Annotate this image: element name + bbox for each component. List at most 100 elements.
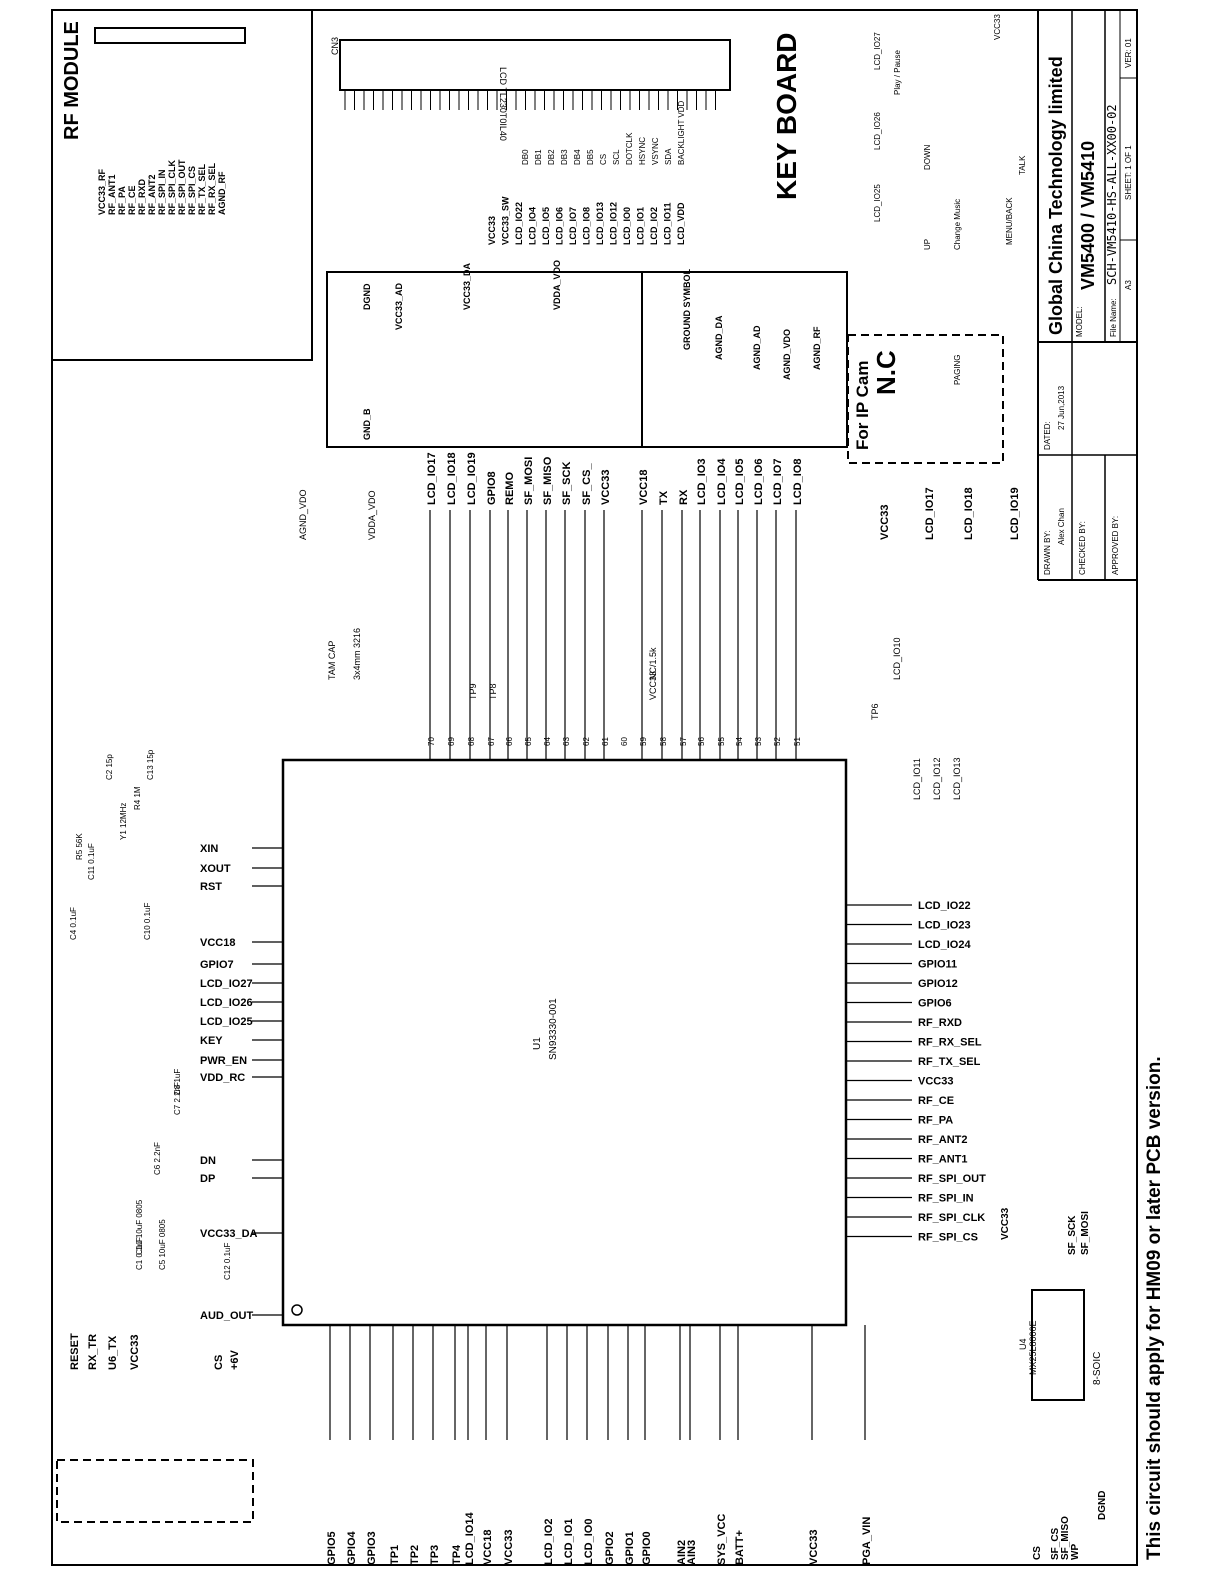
power-net-label: GND_B: [362, 408, 372, 440]
lcd-signal-label: CS: [599, 154, 608, 165]
u1-pin-number: 56: [697, 737, 706, 746]
u4-package: 8-SOIC: [1092, 1352, 1103, 1385]
bottom-net-label: TP2: [409, 1545, 421, 1565]
u1-pin-number: 68: [467, 737, 476, 746]
lcd-net-label: LCD_IO4: [528, 207, 538, 245]
left-component-label: C1 0.1uF: [135, 1237, 144, 1270]
lcd-signal-label: DB2: [547, 149, 556, 165]
checked-by-label: CHECKED BY:: [1078, 521, 1087, 575]
top-net-label: LCD_IO18: [446, 452, 458, 505]
u1-pin-number: 67: [487, 737, 496, 746]
u4-part: MX25L8006E: [1028, 1320, 1038, 1375]
left-net-label: KEY: [200, 1035, 223, 1047]
bottom-net-label: LCD_IO0: [583, 1519, 595, 1565]
bottom-net-label: TP4: [451, 1544, 463, 1565]
misc-net-label: TP8: [488, 683, 498, 700]
left-net-label: PWR_EN: [200, 1055, 247, 1067]
left-net-label: DP: [200, 1173, 215, 1185]
top-net-label: GPIO8: [486, 471, 498, 505]
left-component-label: R4 1M: [133, 786, 142, 810]
left-component-label: C4 0.1uF: [69, 907, 78, 940]
rf-net-label: RF_ANT1: [107, 174, 117, 215]
lcd-signal-label: VSYNC: [651, 137, 660, 165]
left-component-label: C5 10uF 0805: [158, 1219, 167, 1270]
ipcam-title: For IP Cam: [853, 361, 872, 450]
right-net-label: RF_SPI_CS: [918, 1232, 978, 1244]
top-net-label: VCC18: [638, 470, 650, 505]
u1-pin-number: 51: [793, 737, 802, 746]
left-net-label: XOUT: [200, 863, 231, 875]
title-block: [1037, 10, 1137, 581]
bottom-net-label: GPIO3: [366, 1531, 378, 1565]
bottom-net-label: TP1: [389, 1545, 401, 1565]
u1-pin-number: 57: [679, 737, 688, 746]
rf-net-label: RF_ANT2: [147, 174, 157, 215]
bottom-net-label: VCC33: [808, 1530, 820, 1565]
flash-net-label: VCC33: [1000, 1207, 1011, 1240]
ipcam-nc: N.C: [871, 350, 901, 395]
left-net-label: GPIO7: [200, 959, 234, 971]
right-net-label: RF_PA: [918, 1115, 953, 1127]
left-component-label: C7 2.2nF: [173, 1082, 182, 1115]
sheet-border: [51, 9, 1138, 1566]
lcd-net-label: LCD_IO0: [622, 207, 632, 245]
u1-pin1-marker: [291, 1304, 303, 1316]
lcd-ref: CN3: [330, 37, 340, 55]
lcd-net-label: LCD_IO1: [636, 207, 646, 245]
bottom-net-label: TP3: [429, 1545, 441, 1565]
bottom-net-label: LCD_IO14: [464, 1512, 476, 1565]
bottom-net-label: PGA_VIN: [861, 1517, 873, 1565]
right-net-label: RF_SPI_CLK: [918, 1212, 985, 1224]
u1-pin-number: 63: [562, 737, 571, 746]
j2-connector-body: [94, 27, 246, 44]
lcd-signal-label: DB4: [573, 149, 582, 165]
lcd-signal-label: DB3: [560, 149, 569, 165]
top-net-label: SF_MOSI: [523, 457, 535, 505]
keyboard-key-label: Play / Pause: [893, 50, 902, 95]
left-net-label: AUD_OUT: [200, 1310, 253, 1322]
flash-net-label: SF_CS: [1050, 1527, 1061, 1560]
misc-net-label: LCD_IO10: [892, 637, 902, 680]
ipcam-net-label: LCD_IO18: [963, 487, 975, 540]
keyboard-key-label: TALK: [1018, 155, 1027, 175]
u1-pin-number: 58: [659, 737, 668, 746]
bottom-net-label: VCC33: [503, 1530, 515, 1565]
lcd-net-label: LCD_IO22: [514, 202, 524, 245]
right-net-label: RF_RX_SEL: [918, 1037, 982, 1049]
left-component-label: C11 0.1uF: [87, 843, 96, 880]
u1-pin-number: 59: [639, 737, 648, 746]
left-component-label: C12 0.1uF: [223, 1243, 232, 1280]
header-net-label: +6V: [229, 1349, 241, 1370]
right-net-label: LCD_IO24: [918, 939, 971, 951]
u4-flash-body: [1031, 1289, 1085, 1401]
misc-net-label: VCC33: [648, 671, 658, 700]
power-net-label: DGND: [362, 283, 372, 310]
lcd-net-label: LCD_IO11: [663, 202, 673, 245]
lcd-net-label: VCC33_SW: [501, 196, 511, 245]
misc-net-label: LCD_IO12: [932, 757, 942, 800]
misc-net-label: TAM CAP: [327, 641, 337, 680]
top-net-label: LCD_IO5: [734, 459, 746, 505]
right-net-label: LCD_IO22: [918, 900, 971, 912]
model-label: MODEL:: [1075, 306, 1084, 337]
u1-pin-number: 64: [543, 737, 552, 746]
lcd-net-label: LCD_IO2: [649, 207, 659, 245]
rf-net-label: RF_RX_SEL: [207, 162, 217, 215]
company-name: Global China Technology limited: [1046, 56, 1066, 335]
rf-net-label: AGND_RF: [217, 171, 227, 215]
left-component-label: C2 15p: [105, 754, 114, 780]
u1-pin-number: 54: [735, 737, 744, 746]
rf-net-label: RF_SPI_IN: [157, 169, 167, 215]
power-net-label: VDDA_VDO: [552, 260, 562, 310]
right-net-label: RF_RXD: [918, 1017, 962, 1029]
keyboard-key-label: PAGING: [953, 354, 962, 385]
power-net-label: VCC33_AD: [394, 282, 404, 330]
misc-net-label: TP9: [468, 683, 478, 700]
lcd-signal-label: DB5: [586, 149, 595, 165]
keyboard-key-label: MENU/BACK: [1005, 197, 1014, 245]
header-box: [56, 1459, 254, 1523]
keyboard-key-label: LCD_IO25: [873, 184, 882, 222]
right-net-label: RF_ANT1: [918, 1154, 968, 1166]
top-net-label: LCD_IO6: [753, 459, 765, 505]
bottom-net-label: AIN2: [676, 1540, 688, 1565]
